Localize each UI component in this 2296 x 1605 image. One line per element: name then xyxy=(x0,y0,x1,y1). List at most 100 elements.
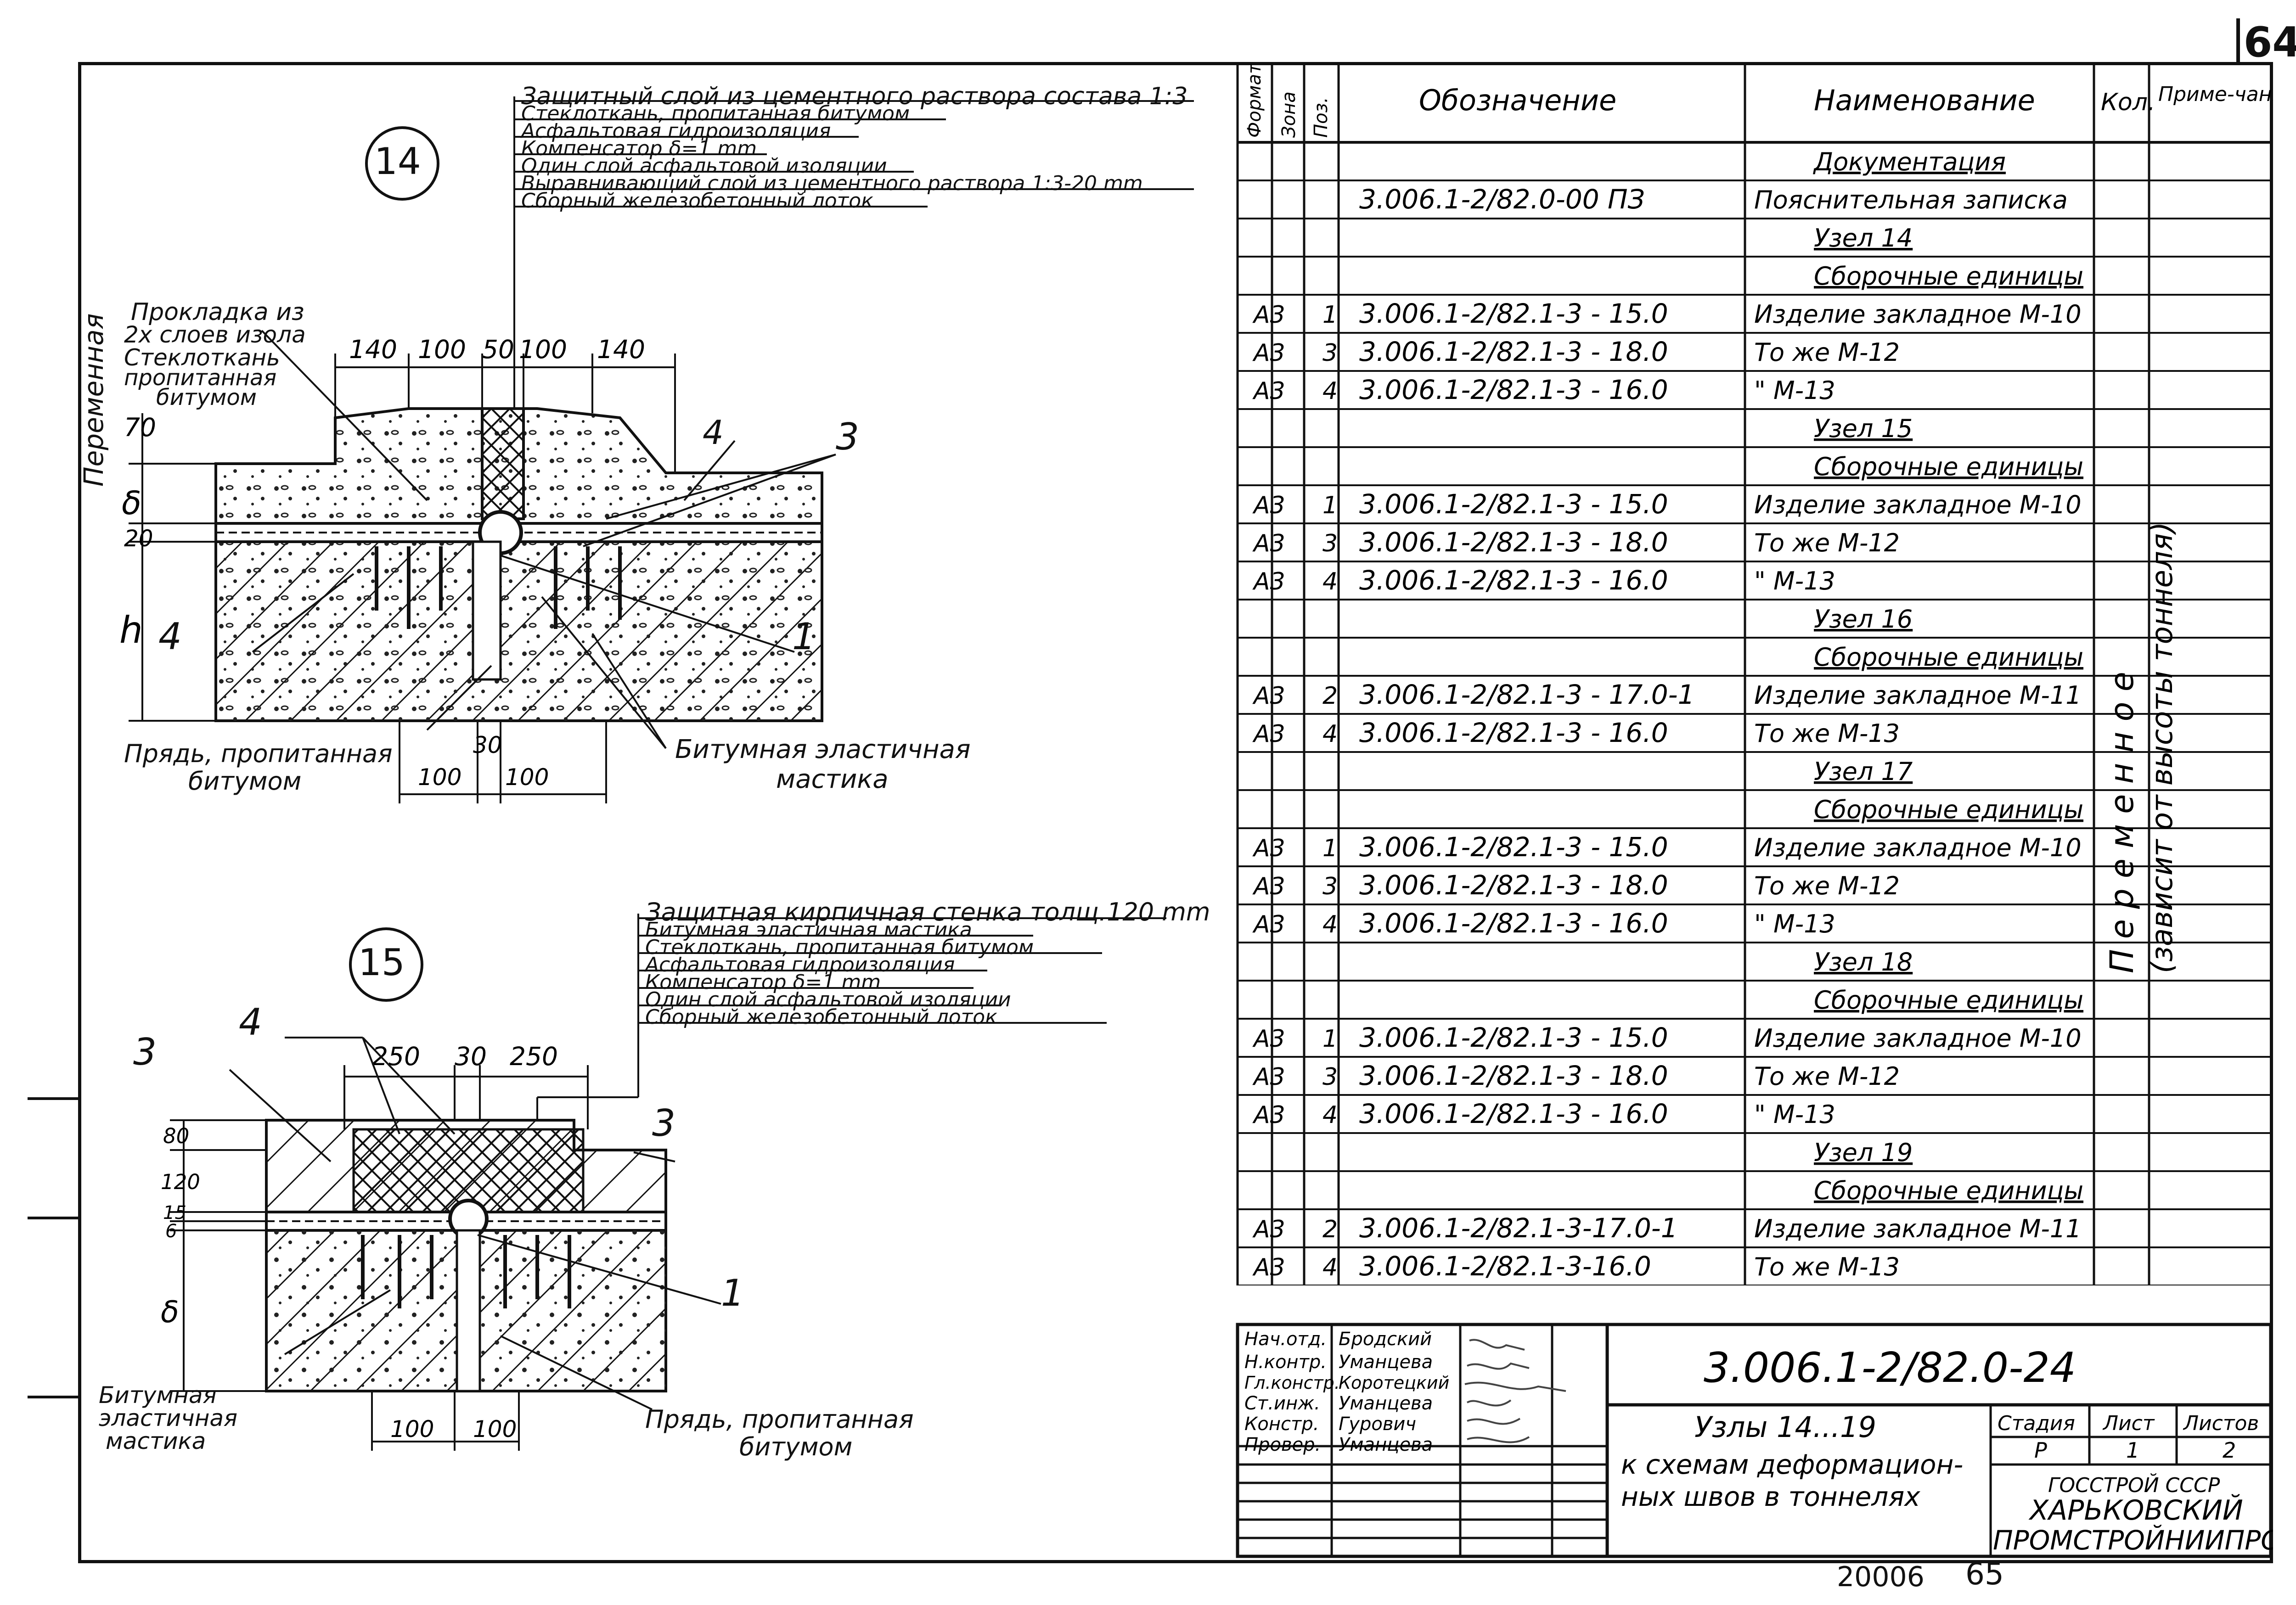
title-sig-role-1: Нач.отд. xyxy=(1244,1329,1327,1350)
title-sig-name-3: Коротецкий xyxy=(1339,1373,1449,1393)
spec-cell-name: Изделие закладное М-10 xyxy=(1754,300,2082,329)
footer-code: 20006 xyxy=(1837,1561,1925,1593)
binding-mark-1 xyxy=(28,1097,78,1100)
node15-layer-2: Битумная эластичная мастика xyxy=(645,918,972,942)
spec-header-zone: Зона xyxy=(1278,91,1300,138)
spec-cell-name: То же М-12 xyxy=(1754,338,1900,367)
spec-cell-name: То же М-12 xyxy=(1754,871,1900,900)
title-sheet-value: 1 xyxy=(2126,1438,2139,1463)
title-line-1: Узлы 14...19 xyxy=(1694,1410,1876,1444)
title-sig-role-5: Констр. xyxy=(1244,1414,1319,1435)
spec-cell-name: Сборочные единицы xyxy=(1814,795,2083,824)
title-sig-name-4: Уманцева xyxy=(1339,1393,1433,1414)
spec-cell-designation: 3.006.1-2/82.1-3-16.0 xyxy=(1359,1251,1651,1282)
spec-cell-name: Сборочные единицы xyxy=(1814,643,2083,672)
binding-mark-3 xyxy=(28,1396,78,1398)
node14-dim-left-2: δ xyxy=(122,484,141,522)
node14-dim-bottom-2: 100 xyxy=(418,764,461,791)
spec-cell-pos: 3 xyxy=(1322,1063,1338,1091)
spec-cell-designation: 3.006.1-2/82.1-3 - 15.0 xyxy=(1359,1022,1668,1053)
node14-left-label: Переменная xyxy=(78,313,109,487)
title-org-2: ХАРЬКОВСКИЙ xyxy=(2028,1494,2243,1526)
node14-dim-left-4: h xyxy=(119,609,143,651)
node14-mastic-label-2: мастика xyxy=(776,764,889,794)
node14-callout-4-right: 4 xyxy=(703,413,724,452)
title-stage-value: Р xyxy=(2034,1438,2047,1463)
spec-cell-pos: 4 xyxy=(1322,911,1338,938)
node15-callout-1: 1 xyxy=(721,1272,744,1314)
title-sig-name-1: Бродский xyxy=(1339,1329,1432,1350)
node15-dim-top-2: 30 xyxy=(455,1042,487,1071)
node15-strand-label-2: битумом xyxy=(739,1432,853,1461)
node14-layer-1: Защитный слой из цементного раствора сос… xyxy=(521,83,1188,110)
spec-cell-name: Изделие закладное М-10 xyxy=(1754,833,2082,862)
node15-dim-left-5: δ xyxy=(161,1295,179,1330)
spec-cell-name: Документация xyxy=(1813,147,2006,176)
spec-cell-pos: 3 xyxy=(1322,339,1338,367)
node15-layer-6: Один слой асфальтовой изоляции xyxy=(645,988,1011,1011)
spec-cell-name: Сборочные единицы xyxy=(1814,986,2083,1015)
spec-cell-pos: 4 xyxy=(1322,1254,1338,1281)
spec-cell-pos: 1 xyxy=(1322,1025,1338,1053)
title-sig-name-6: Уманцева xyxy=(1339,1434,1433,1455)
node14-strand-label-2: битумом xyxy=(188,767,302,796)
node14-callout-4-left: 4 xyxy=(158,615,182,658)
spec-cell-pos: 1 xyxy=(1322,301,1338,329)
spec-cell-designation: 3.006.1-2/82.1-3 - 18.0 xyxy=(1359,870,1668,901)
spec-cell-pos: 3 xyxy=(1322,530,1338,557)
node14-layer-4: Компенсатор δ=1 mm xyxy=(521,137,757,160)
node14-dim-bottom-1: 30 xyxy=(473,732,502,758)
spec-cell-designation: 3.006.1-2/82.1-3 - 16.0 xyxy=(1359,908,1668,939)
spec-cell-name: То же М-13 xyxy=(1754,719,1900,748)
node14-dim-top-3: 50 xyxy=(482,335,514,364)
spec-cell-format: А3 xyxy=(1252,911,1285,938)
node14-dim-top-4: 100 xyxy=(519,335,567,364)
title-stage-header: Стадия xyxy=(1998,1412,2075,1435)
spec-cell-format: А3 xyxy=(1252,1216,1285,1243)
node14-mastic-label-1: Битумная эластичная xyxy=(675,735,971,764)
spec-cell-name: Узел 18 xyxy=(1814,948,1913,976)
spec-cell-designation: 3.006.1-2/82.1-3 - 17.0-1 xyxy=(1359,679,1695,710)
node15-mastic-label-2: эластичная xyxy=(99,1405,238,1431)
spec-cell-designation: 3.006.1-2/82.1-3 - 16.0 xyxy=(1359,565,1668,596)
spec-qty-note-2: (зависит от высоты тоннеля) xyxy=(2145,522,2179,973)
node14-dim-top-1: 140 xyxy=(349,335,397,364)
node15-dim-top-1: 250 xyxy=(372,1042,420,1071)
node14-dim-left-1: 70 xyxy=(124,413,156,442)
node14-joint-pad xyxy=(481,407,525,520)
spec-cell-format: А3 xyxy=(1252,720,1285,748)
spec-cell-pos: 2 xyxy=(1322,1216,1338,1243)
node15-dim-left-4: 6 xyxy=(165,1221,177,1242)
spec-cell-format: А3 xyxy=(1252,1025,1285,1053)
spec-cell-pos: 3 xyxy=(1322,873,1338,900)
spec-cell-pos: 1 xyxy=(1322,835,1338,862)
spec-cell-designation: 3.006.1-2/82.1-3 - 15.0 xyxy=(1359,831,1668,863)
node14-dim-top-2: 100 xyxy=(418,335,466,364)
node15-layer-4: Асфальтовая гидроизоляция xyxy=(645,953,955,976)
title-sheets-header: Листов xyxy=(2183,1412,2259,1435)
spec-cell-designation: 3.006.1-2/82.1-3 - 15.0 xyxy=(1359,298,1668,329)
spec-cell-name: Изделие закладное М-11 xyxy=(1754,1214,2082,1243)
spec-header-pos: Поз. xyxy=(1311,97,1332,138)
node15-drawing: 250 30 250 80 120 15 6 δ 100 100 xyxy=(161,914,1166,1451)
spec-cell-name: Узел 17 xyxy=(1814,757,1913,786)
spec-cell-format: А3 xyxy=(1252,835,1285,862)
spec-cell-pos: 1 xyxy=(1322,492,1338,519)
spec-cell-format: А3 xyxy=(1252,1101,1285,1129)
title-org-3: ПРОМСТРОЙНИИПРОЕКТ xyxy=(1993,1524,2273,1556)
spec-cell-name: То же М-12 xyxy=(1754,1062,1900,1091)
spec-cell-name: Узел 16 xyxy=(1814,605,1913,634)
spec-cell-designation: 3.006.1-2/82.1-3 - 16.0 xyxy=(1359,1098,1668,1129)
title-document-code: 3.006.1-2/82.0-24 xyxy=(1704,1344,2076,1392)
spec-cell-format: А3 xyxy=(1252,1063,1285,1091)
node14-dim-bottom-3: 100 xyxy=(505,764,549,791)
node15-layer-3: Стеклоткань, пропитанная битумом xyxy=(645,936,1034,959)
spec-cell-name: Узел 15 xyxy=(1814,414,1913,443)
spec-cell-format: А3 xyxy=(1252,301,1285,329)
spec-qty-note-1: П е р е м е н н о е xyxy=(2103,672,2141,973)
spec-cell-name: Сборочные единицы xyxy=(1814,452,2083,481)
node14-strand-label-1: Прядь, пропитанная xyxy=(124,739,393,768)
spec-header-format: Формат xyxy=(1244,64,1265,138)
node14-layer-7: Сборный железобетонный лоток xyxy=(521,189,873,213)
node14-pad-label-2: 2х слоев изола xyxy=(124,321,306,348)
